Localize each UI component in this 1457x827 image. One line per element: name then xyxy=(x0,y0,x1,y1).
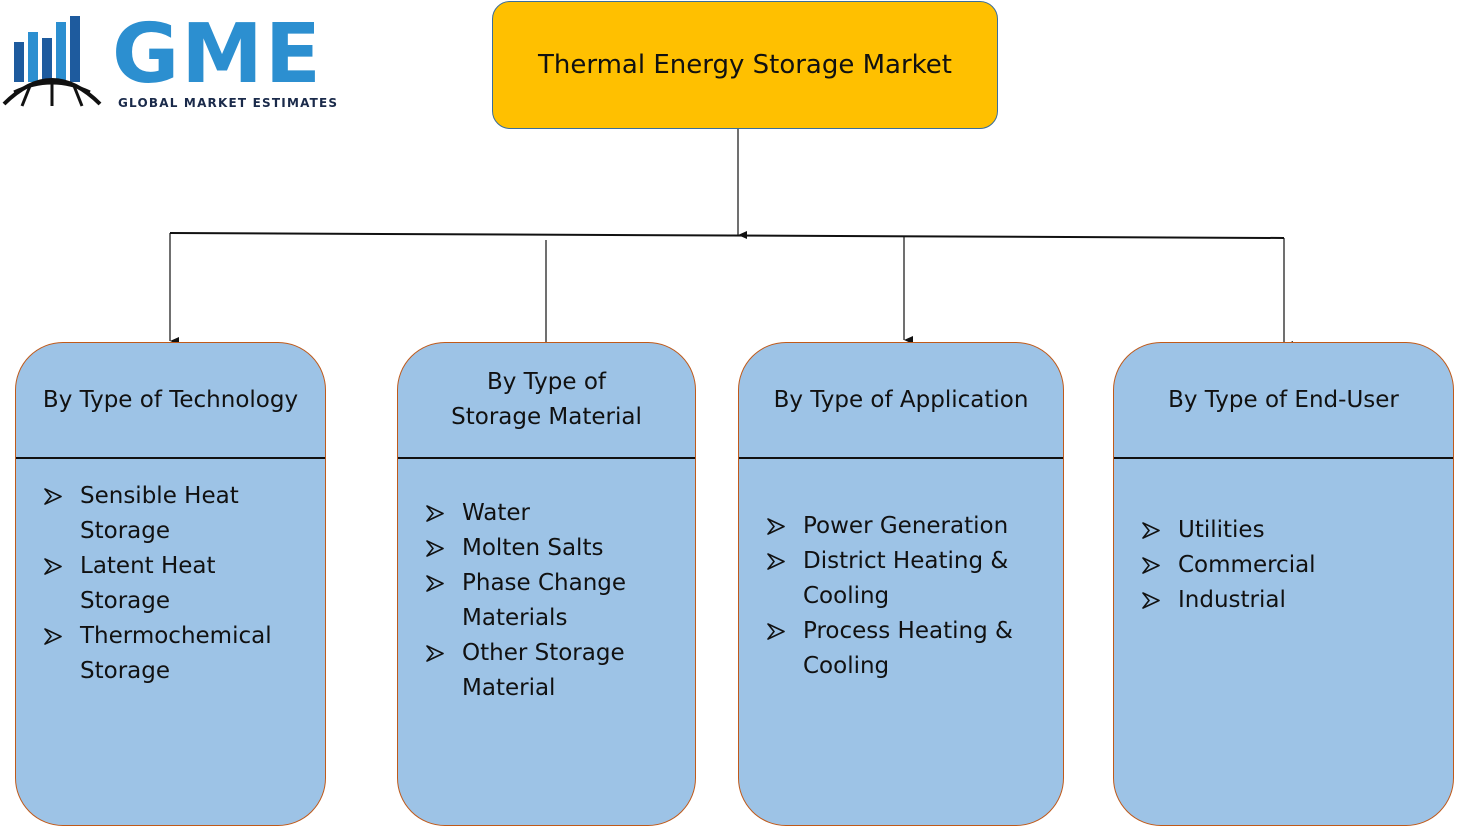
arrow-bullet-icon xyxy=(767,518,785,535)
arrow-bullet-icon xyxy=(767,623,785,640)
logo-tagline: GLOBAL MARKET ESTIMATES xyxy=(118,96,339,110)
list-item-label: Other Storage Material xyxy=(462,640,625,701)
list-item-label: Molten Salts xyxy=(462,535,604,561)
list-item: Other Storage Material xyxy=(426,636,695,706)
arrow-bullet-icon xyxy=(426,505,444,522)
list-item: Phase Change Materials xyxy=(426,566,695,636)
list-item: Water xyxy=(426,496,695,531)
list-item-label: Process Heating & Cooling xyxy=(803,618,1013,679)
list-item-label: Industrial xyxy=(1178,587,1286,613)
list-item: Sensible Heat Storage xyxy=(44,479,325,549)
list-item: District Heating & Cooling xyxy=(767,544,1063,614)
category-title: By Type of Storage Material xyxy=(398,343,695,459)
list-item-label: Latent Heat Storage xyxy=(80,553,216,614)
arrow-bullet-icon xyxy=(1142,592,1160,609)
list-item: Latent Heat Storage xyxy=(44,549,325,619)
list-item-label: Utilities xyxy=(1178,517,1265,543)
category-title: By Type of Application xyxy=(739,343,1063,459)
list-item-label: Phase Change Materials xyxy=(462,570,627,631)
list-item-label: Power Generation xyxy=(803,513,1009,539)
list-item-label: Commercial xyxy=(1178,552,1316,578)
arrow-bullet-icon xyxy=(1142,522,1160,539)
list-item-label: Water xyxy=(462,500,530,526)
list-item: Molten Salts xyxy=(426,531,695,566)
arrow-bullet-icon xyxy=(1142,557,1160,574)
list-item: Power Generation xyxy=(767,509,1063,544)
list-item-label: District Heating & Cooling xyxy=(803,548,1009,609)
list-item-label: Thermochemical Storage xyxy=(80,623,272,684)
list-item: Thermochemical Storage xyxy=(44,619,325,689)
arrow-bullet-icon xyxy=(44,488,62,505)
arrow-bullet-icon xyxy=(426,540,444,557)
root-node-label: Thermal Energy Storage Market xyxy=(538,50,952,80)
arrow-bullet-icon xyxy=(426,575,444,592)
category-title: By Type of End-User xyxy=(1114,343,1453,459)
gme-logo: GME GLOBAL MARKET ESTIMATES xyxy=(0,12,380,112)
list-item-label: Sensible Heat Storage xyxy=(80,483,239,544)
arrow-bullet-icon xyxy=(44,558,62,575)
horizontal-connector xyxy=(169,232,1285,239)
list-item: Commercial xyxy=(1142,548,1453,583)
category-box-technology: By Type of Technology Sensible Heat Stor… xyxy=(15,342,326,826)
category-title: By Type of Technology xyxy=(16,343,325,459)
arrow-bullet-icon xyxy=(44,628,62,645)
list-item: Utilities xyxy=(1142,513,1453,548)
arrow-bullet-icon xyxy=(426,645,444,662)
globe-bars-icon xyxy=(2,16,102,107)
logo-wordmark: GME xyxy=(112,7,323,102)
list-item: Process Heating & Cooling xyxy=(767,614,1063,684)
arrow-bullet-icon xyxy=(767,553,785,570)
root-node: Thermal Energy Storage Market xyxy=(492,1,998,129)
list-item: Industrial xyxy=(1142,583,1453,618)
